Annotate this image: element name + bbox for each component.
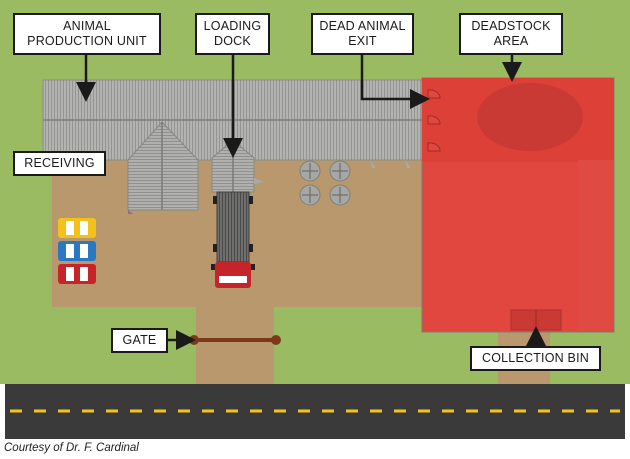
dead-animal-exit-label: DEAD ANIMAL EXIT [311,13,414,55]
callout-arrows [76,55,546,350]
animal-production-unit-label: ANIMAL PRODUCTION UNIT [13,13,161,55]
receiving-building [127,121,199,214]
loading-dock-label: LOADING DOCK [195,13,270,55]
livestock-truck [211,191,255,288]
deadstock-area [421,77,615,333]
collection-bin-label: COLLECTION BIN [470,346,601,371]
parked-car-yellow [58,218,96,238]
loading-dock-chute [211,139,264,193]
parked-car-red [58,264,96,284]
dead-animal-exit-doors [427,89,441,152]
gate-label: GATE [111,328,168,353]
road [5,384,625,439]
receiving-label: RECEIVING [13,151,106,176]
parked-car-blue [58,241,96,261]
image-credit: Courtesy of Dr. F. Cardinal [4,442,139,454]
feed-bins [299,160,351,206]
deadstock-area-label: DEADSTOCK AREA [459,13,563,55]
